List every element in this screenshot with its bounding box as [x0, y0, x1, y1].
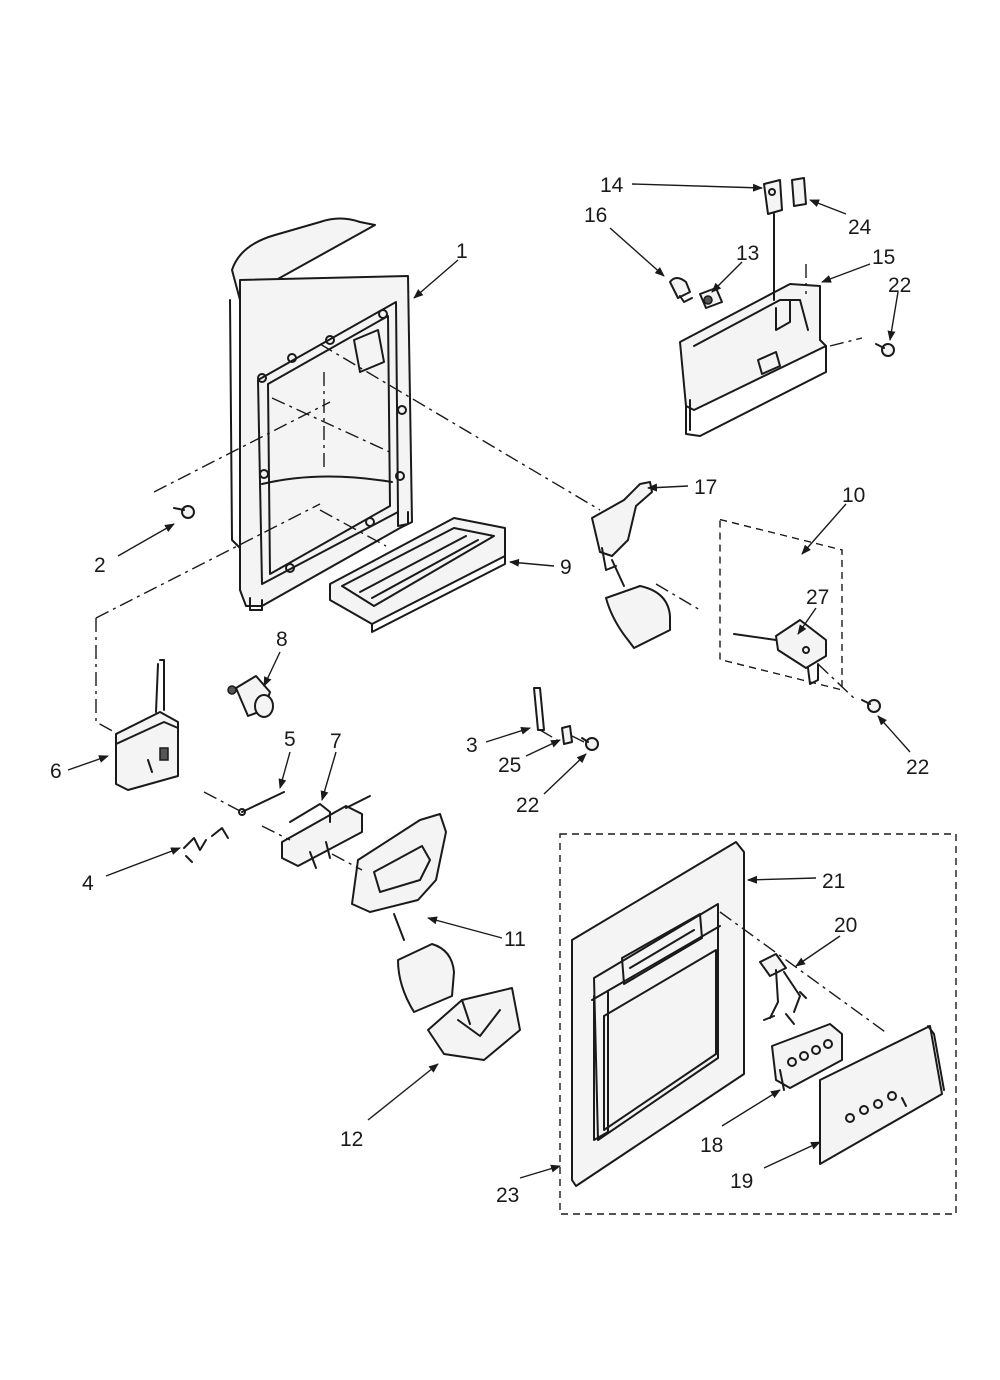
callout-22-right: 22	[906, 756, 929, 779]
part-23-group-box	[559, 833, 957, 1215]
part-15-bracket	[679, 283, 827, 437]
callout-1: 1	[456, 240, 468, 263]
part-27-water-switch	[733, 619, 827, 685]
callout-7: 7	[330, 730, 342, 753]
part-8-motor	[227, 675, 274, 718]
callout-19: 19	[730, 1170, 753, 1193]
alignment-lines	[95, 264, 889, 1035]
callout-9: 9	[560, 556, 572, 579]
leader-arrows	[67, 183, 911, 1179]
part-10-group-box	[719, 518, 843, 691]
part-21-facade	[571, 841, 745, 1187]
part-6-solenoid	[115, 659, 179, 791]
part-16-bulb	[669, 277, 693, 303]
callout-3: 3	[466, 734, 478, 757]
part-14-actuator	[763, 179, 783, 301]
part-11-ice-paddle	[351, 813, 455, 1013]
callout-13: 13	[736, 242, 759, 265]
callout-18: 18	[700, 1134, 723, 1157]
callout-numbers: 1 2 3 4 5 6 7 8 9 10 11 12 13 14 15 16 1…	[50, 174, 929, 1207]
callout-24: 24	[848, 216, 872, 239]
callout-20: 20	[834, 914, 857, 937]
part-17-water-paddle	[591, 481, 671, 649]
part-24-spacer	[791, 177, 807, 207]
callout-17: 17	[694, 476, 717, 499]
callout-25: 25	[498, 754, 521, 777]
part-3-actuator-arm	[533, 687, 545, 731]
callout-21: 21	[822, 870, 845, 893]
part-19-control-panel	[819, 1025, 945, 1165]
part-2-screw	[173, 505, 195, 519]
part-20-wiring-harness	[759, 953, 807, 1025]
callout-10: 10	[842, 484, 865, 507]
callout-2: 2	[94, 554, 106, 577]
callout-5: 5	[284, 728, 296, 751]
callout-4: 4	[82, 872, 94, 895]
part-4-springs	[183, 827, 229, 863]
part-22-screw	[581, 343, 895, 751]
callout-27: 27	[806, 586, 829, 609]
callout-22-top: 22	[888, 274, 911, 297]
callout-22-mid: 22	[516, 794, 539, 817]
part-7-ice-door	[281, 795, 371, 869]
part-1-housing-frame	[229, 217, 413, 611]
callout-12: 12	[340, 1128, 363, 1151]
part-12-chute	[427, 987, 521, 1061]
callout-23: 23	[496, 1184, 519, 1207]
callout-14: 14	[600, 174, 624, 197]
part-5-pin	[238, 791, 285, 816]
callout-16: 16	[584, 204, 607, 227]
callout-15: 15	[872, 246, 895, 269]
part-9-drip-tray	[329, 517, 506, 633]
callout-11: 11	[504, 928, 526, 951]
part-25-clip	[561, 725, 573, 745]
part-18-control-board	[771, 1023, 843, 1091]
callout-8: 8	[276, 628, 288, 651]
callout-6: 6	[50, 760, 62, 783]
part-13-switch	[699, 287, 723, 309]
